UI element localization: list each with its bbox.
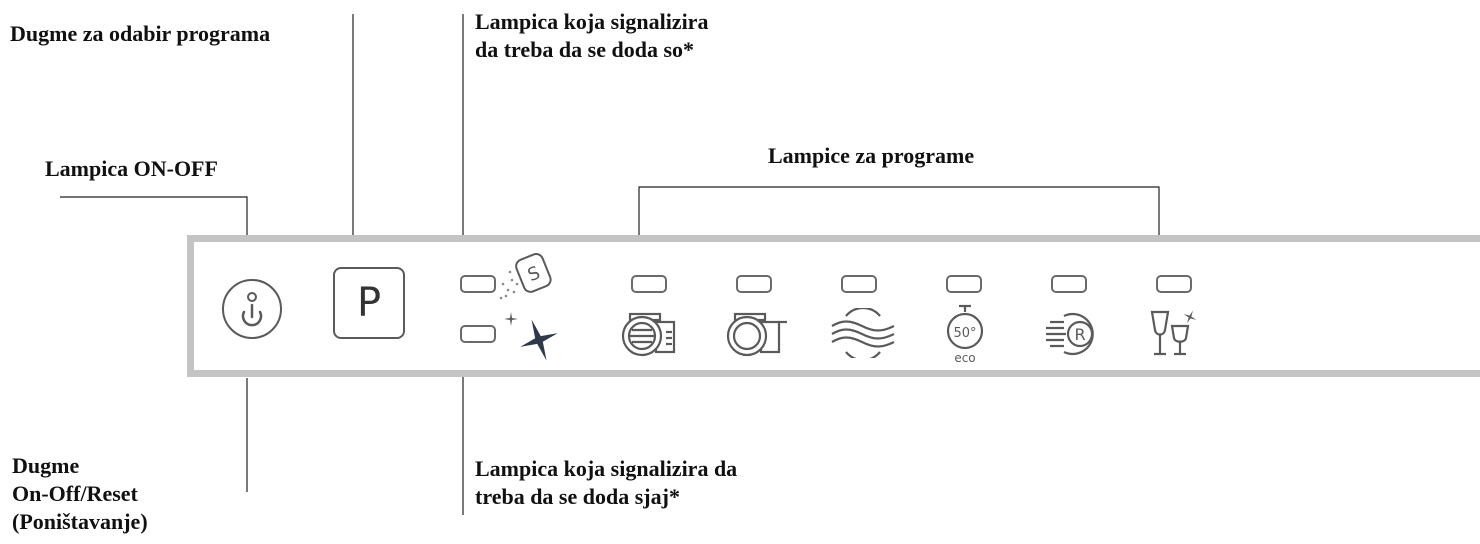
bracket-program-lamps	[638, 186, 1160, 262]
program-lamp-1	[631, 275, 667, 293]
glass-program-icon	[1150, 310, 1197, 356]
rinse-aid-icon	[504, 312, 558, 361]
rinse-lamp-label: Lampica koja signalizira da treba da se …	[475, 456, 738, 509]
on-off-lamp-label: Lampica ON-OFF	[45, 156, 218, 181]
program-lamp-3	[841, 275, 877, 293]
svg-text:eco: eco	[954, 351, 975, 365]
rinse-aid-lamp	[460, 325, 496, 343]
eco-50-program-icon: 50° eco	[946, 304, 984, 365]
power-icon	[241, 292, 263, 327]
rapid-program-icon: R	[1046, 312, 1094, 356]
wave-program-icon	[831, 308, 895, 358]
salt-icon: S	[499, 253, 552, 300]
salt-lamp-label: Lampica koja signalizira da treba da se …	[475, 9, 709, 62]
program-lamp-6	[1156, 275, 1192, 293]
normal-program-icon	[726, 312, 787, 357]
salt-lamp	[460, 275, 496, 293]
on-off-button[interactable]	[221, 269, 283, 349]
svg-text:50°: 50°	[953, 326, 976, 341]
intensive-program-icon	[621, 312, 676, 357]
program-button-label: Dugme za odabir programa	[10, 21, 271, 46]
on-off-button-label: Dugme On-Off/Reset (Poništavanje)	[12, 453, 148, 534]
program-lamp-2	[736, 275, 772, 293]
program-lamp-4	[946, 275, 982, 293]
program-select-button[interactable]: P	[333, 267, 405, 339]
on-off-lamp	[247, 292, 257, 302]
program-lamps-label: Lampice za programe	[768, 143, 975, 168]
svg-text:R: R	[1074, 325, 1085, 344]
program-lamp-5	[1051, 275, 1087, 293]
